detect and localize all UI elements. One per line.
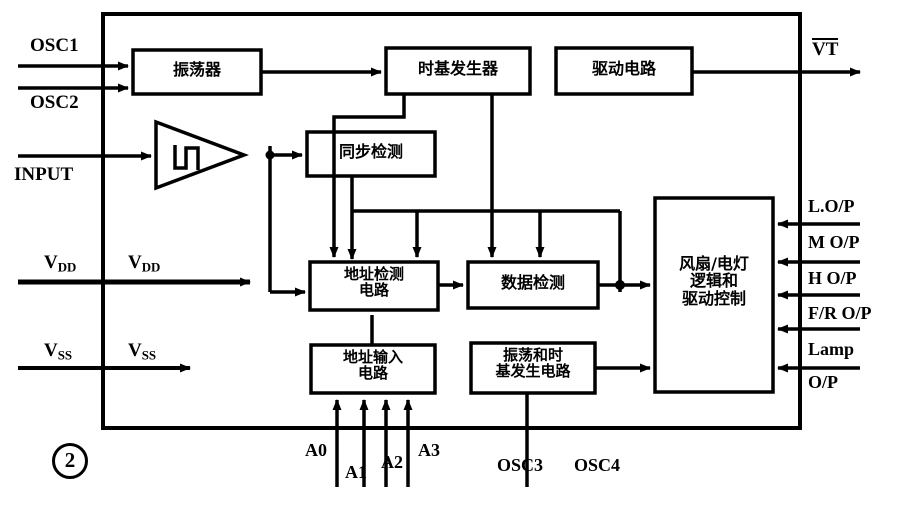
block-rectangles <box>131 46 775 395</box>
label-fan-lamp-logic: 风扇/电灯 逻辑和 驱动控制 <box>679 254 749 308</box>
block-fan-lamp-logic <box>653 196 775 394</box>
pin-label-osc3: OSC3 <box>497 455 544 475</box>
label-osc-timebase-gen: 振荡和时 基发生电路 <box>495 346 571 381</box>
left-pin-lines <box>18 61 251 373</box>
output-label-3: F/R O/P <box>808 303 872 323</box>
output-label-4: Lamp <box>808 339 855 359</box>
label-sync-detection: 同步检测 <box>338 142 403 161</box>
pin-label-osc1: OSC1 <box>30 35 79 56</box>
pin-label-osc4: OSC4 <box>574 455 621 475</box>
block-time-base-generator <box>384 46 532 96</box>
block-drive-circuit <box>554 46 694 96</box>
pin-label-vt: VT <box>812 38 839 60</box>
block-address-input <box>309 343 437 395</box>
label-address-input: 地址输入 电路 <box>342 348 403 383</box>
pin-label-a0: A0 <box>305 440 327 460</box>
pin-label-vss-right: VSS <box>128 340 157 363</box>
pin-label-input: INPUT <box>14 164 74 185</box>
junction-dot-amp <box>265 150 275 160</box>
junction-dot-data-bus <box>615 280 625 290</box>
output-label-5: O/P <box>808 372 838 392</box>
pin-label-osc2: OSC2 <box>30 92 79 113</box>
figure-number-badge: 2 <box>52 443 88 479</box>
pin-label-a2: A2 <box>381 452 403 472</box>
output-pin-lines <box>777 219 860 373</box>
label-oscillator: 振荡器 <box>172 60 221 79</box>
pin-label-vss-left: VSS <box>44 340 73 363</box>
internal-wiring <box>261 67 861 373</box>
address-pin-lines <box>332 393 529 487</box>
label-data-detection: 数据检测 <box>500 273 565 292</box>
pin-label-vdd-right: VDD <box>128 252 161 275</box>
block-sync-detection <box>305 130 437 178</box>
pulse-glyph <box>173 145 200 170</box>
output-label-2: H O/P <box>808 268 857 288</box>
pin-label-vdd-left: VDD <box>44 252 77 275</box>
pin-label-a1: A1 <box>345 462 367 482</box>
label-time-base-generator: 时基发生器 <box>417 59 498 78</box>
pin-label-a3: A3 <box>418 440 440 460</box>
amplifier-symbol <box>154 119 249 191</box>
wire-tbg-to-addr-det <box>329 94 406 258</box>
label-drive-circuit: 驱动电路 <box>591 59 656 78</box>
outer-chip-border <box>101 12 802 430</box>
output-label-0: L.O/P <box>808 196 855 216</box>
output-label-1: M O/P <box>808 232 860 252</box>
label-address-detection: 地址检测 电路 <box>343 265 404 300</box>
